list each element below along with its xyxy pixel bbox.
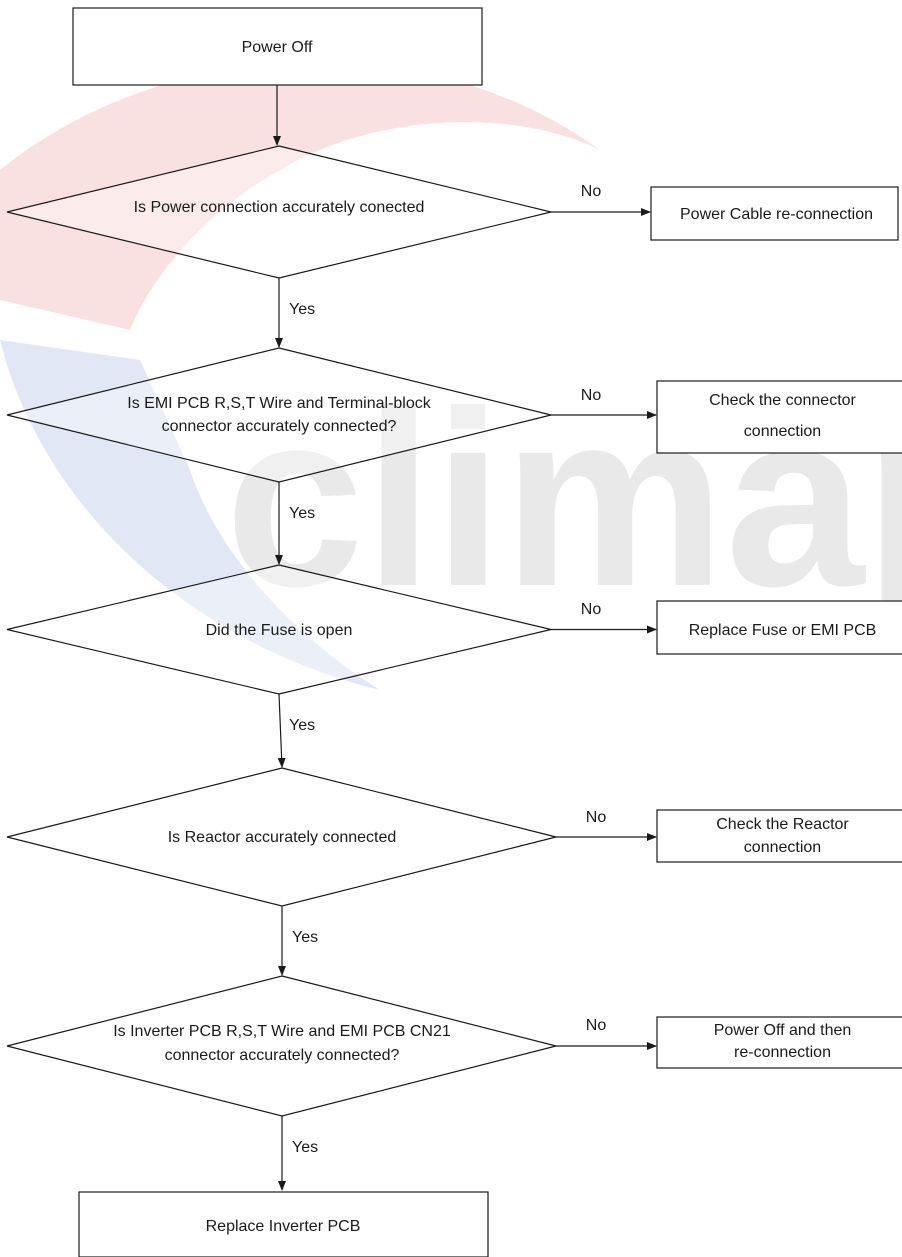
start-label: Power Off <box>242 39 313 56</box>
action-box-4 <box>656 809 902 863</box>
decision-2-text-line-1: Is EMI PCB R,S,T Wire and Terminal-block <box>127 395 431 412</box>
end-box <box>78 1191 489 1257</box>
yes-connector-3 <box>277 693 286 768</box>
decision-1-text-line-1: Is Power connection accurately conected <box>134 199 425 216</box>
start-box <box>72 7 483 86</box>
action-4-text-line-1: Check the Reactor <box>716 816 849 833</box>
action-5-text-line-2: re-connection <box>734 1044 831 1061</box>
action-4-text-line-2: connection <box>744 839 821 856</box>
no-label-3: No <box>581 601 602 618</box>
decision-diamond-2 <box>6 347 552 483</box>
action-1-text-line-1: Power Cable re-connection <box>680 206 873 223</box>
decision-4-text-line-1: Is Reactor accurately connected <box>168 829 397 846</box>
decision-5-text-line-2: connector accurately connected? <box>165 1047 400 1064</box>
action-5-text-line-1: Power Off and then <box>714 1022 852 1039</box>
no-label-4: No <box>586 809 607 826</box>
action-box-3 <box>656 600 902 655</box>
end-label: Replace Inverter PCB <box>206 1218 361 1235</box>
watermark-blue-swoosh <box>0 340 380 690</box>
action-2-text-line-2: connection <box>744 423 821 440</box>
yes-label-3: Yes <box>289 717 315 734</box>
action-3-text-line-1: Replace Fuse or EMI PCB <box>689 622 877 639</box>
yes-label-5: Yes <box>292 1139 318 1156</box>
watermark-red-swoosh <box>0 61 600 330</box>
action-box-2 <box>656 380 902 454</box>
decision-5-text-line-1: Is Inverter PCB R,S,T Wire and EMI PCB C… <box>113 1023 451 1040</box>
yes-label-2: Yes <box>289 505 315 522</box>
yes-label-1: Yes <box>289 301 315 318</box>
action-box-1 <box>650 186 899 241</box>
yes-label-4: Yes <box>292 929 318 946</box>
no-label-5: No <box>586 1017 607 1034</box>
no-label-2: No <box>581 387 602 404</box>
decision-2-text-line-2: connector accurately connected? <box>162 418 397 435</box>
action-2-text-line-1: Check the connector <box>709 392 856 409</box>
decision-3-text-line-1: Did the Fuse is open <box>206 622 353 639</box>
no-label-1: No <box>581 183 602 200</box>
decision-diamond-5 <box>6 975 557 1117</box>
action-box-5 <box>656 1016 902 1069</box>
